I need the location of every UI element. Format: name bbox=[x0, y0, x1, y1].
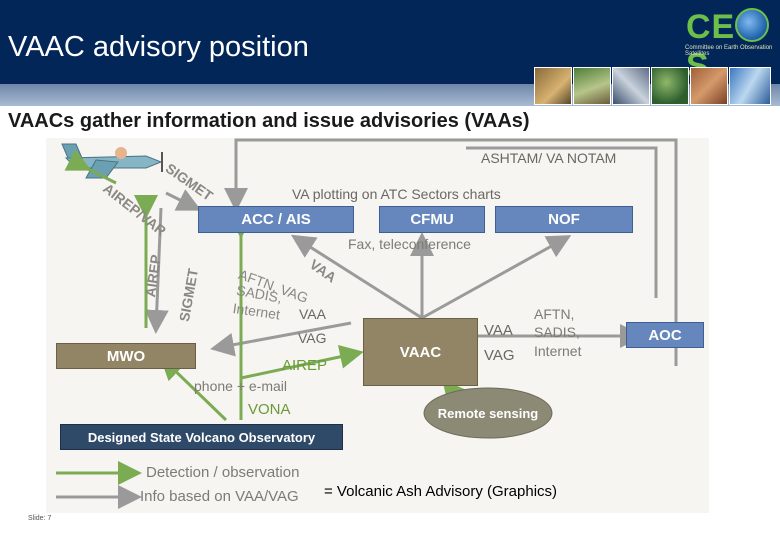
mwo-node: MWO bbox=[56, 343, 196, 369]
remote-sensing-node: Remote sensing bbox=[437, 405, 539, 421]
thumbnail-image bbox=[612, 67, 650, 105]
legend-note: = Volcanic Ash Advisory (Graphics) bbox=[324, 483, 558, 500]
ashtam-arrow bbox=[224, 138, 678, 366]
vaa-to-nof-arrow bbox=[421, 235, 572, 320]
remote-sensing-ellipse bbox=[423, 387, 553, 439]
thumbnail-image bbox=[690, 67, 728, 105]
aftn-right-label: AFTN, bbox=[534, 306, 575, 322]
slide-number: Slide: 7 bbox=[28, 515, 52, 522]
thumbnail-image bbox=[651, 67, 689, 105]
vaa-to-mwo-arrow bbox=[210, 321, 352, 357]
legend-info-label: Info based on VAA/VAG bbox=[140, 488, 299, 505]
ashtam-label: ASHTAM/ VA NOTAM bbox=[481, 150, 617, 166]
notam-line bbox=[466, 146, 658, 298]
va-plotting-label: VA plotting on ATC Sectors charts bbox=[292, 186, 501, 202]
vaa-mid-label: VAA bbox=[299, 306, 326, 322]
aoc-node: AOC bbox=[626, 322, 704, 348]
sigmet-arrow bbox=[165, 189, 202, 211]
vaa-to-acc-arrow bbox=[290, 234, 423, 320]
sadis-right-label: SADIS, bbox=[534, 324, 580, 340]
vag-mid-label: VAG bbox=[298, 330, 327, 346]
vag-right-label: VAG bbox=[484, 347, 515, 364]
observatory-node: Designed State Volcano Observatory bbox=[60, 424, 343, 450]
slide-title: VAAC advisory position bbox=[8, 31, 309, 63]
sigmet-down-arrow bbox=[144, 207, 169, 334]
nof-node: NOF bbox=[495, 206, 633, 233]
phone-email-label: phone + e-mail bbox=[194, 378, 288, 394]
airep-to-vaac-arrow bbox=[240, 345, 364, 380]
cfmu-node: CFMU bbox=[379, 206, 485, 233]
thumbnail-image bbox=[534, 67, 572, 105]
slide-subtitle: VAACs gather information and issue advis… bbox=[8, 110, 530, 132]
fax-label: Fax, teleconference bbox=[348, 236, 471, 252]
advisory-flow-diagram: ACC / AIS CFMU NOF MWO VAAC AOC Remote s… bbox=[46, 138, 709, 513]
vona-to-mwo-arrow bbox=[159, 355, 228, 422]
thumbnail-image bbox=[729, 67, 771, 105]
header-bar bbox=[0, 0, 780, 84]
internet-right-label: Internet bbox=[534, 343, 582, 359]
globe-icon bbox=[735, 8, 770, 42]
vaa-right-label: VAA bbox=[484, 322, 513, 339]
airplane-icon bbox=[61, 143, 163, 179]
diagram-connectors bbox=[56, 138, 678, 509]
vaac-node: VAAC bbox=[363, 318, 478, 386]
acc-ais-node: ACC / AIS bbox=[198, 206, 354, 233]
vona-label: VONA bbox=[248, 401, 291, 418]
legend-detection-label: Detection / observation bbox=[146, 464, 300, 481]
airep-mid-label: AIREP bbox=[282, 357, 328, 374]
airep-var-arrow bbox=[64, 149, 117, 185]
thumbnail-image bbox=[573, 67, 611, 105]
logo-tagline: Committee on Earth Observation Satellite… bbox=[685, 45, 773, 57]
